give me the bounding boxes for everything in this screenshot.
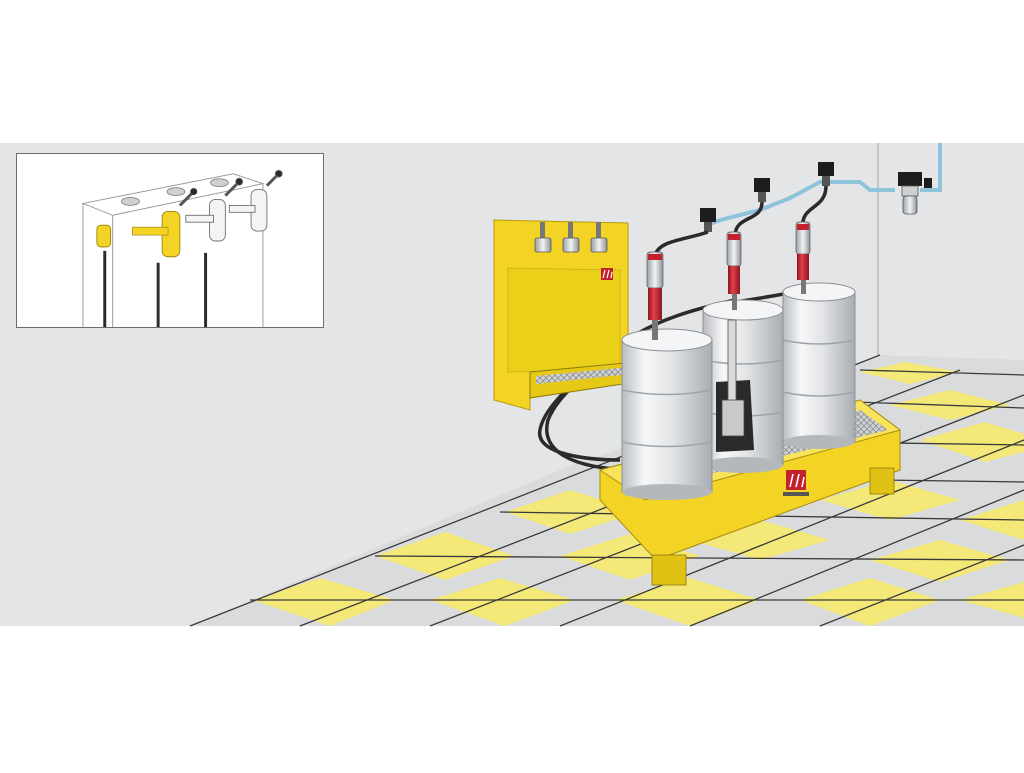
filter-regulator-icon — [898, 172, 932, 215]
dispensing-panel — [493, 219, 637, 411]
inset-detail-drawing — [81, 169, 283, 327]
pressure-regulator-icon — [700, 162, 834, 232]
drum-left — [621, 328, 713, 500]
compressed-air-line — [704, 143, 942, 228]
dispensing-taps — [534, 222, 608, 253]
air-pump-right — [795, 221, 811, 294]
inset-taps-outline — [185, 169, 283, 242]
air-pump-middle — [726, 231, 742, 310]
drum-right — [782, 282, 856, 449]
brand-logo-icon — [783, 470, 809, 496]
air-pump-left — [646, 251, 664, 340]
inset-detail-frame — [16, 153, 324, 328]
inset-tap-highlighted — [96, 188, 198, 258]
brand-logo-icon — [601, 268, 613, 280]
drum-middle — [702, 299, 784, 473]
